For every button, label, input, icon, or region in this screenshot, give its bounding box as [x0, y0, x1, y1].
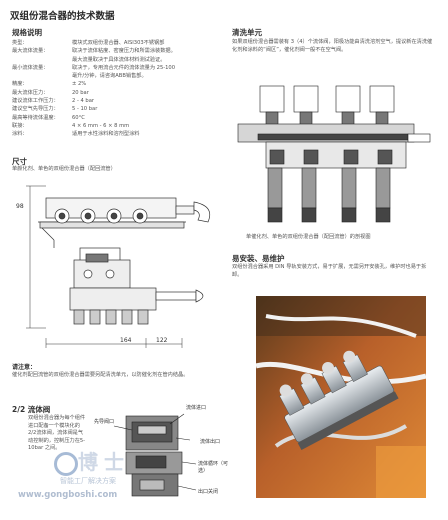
label-fluid-return: 流体循环（可选）: [198, 461, 229, 474]
spec-value: 取决于，专用流合元件的流体流量为 25-100: [72, 64, 176, 71]
specs-heading: 规格说明: [12, 28, 42, 37]
dimension-drawing: 98 164 122: [16, 185, 211, 348]
specs-table: 类型： 模块式双组份混合器、AISI303不锈钢部最大流体流量： 取决于流体粘度、密…: [12, 39, 212, 139]
cross-section-caption: 单催化剂、单色的双组份混合器（配回流管）的剖视图: [246, 234, 371, 240]
page-title: 双组份混合器的技术数据: [10, 11, 115, 22]
spec-row: 最大流体压力： 20 bar: [12, 89, 212, 97]
spec-key: 精度：: [12, 81, 28, 88]
spec-row: 最大流量取决于具体流体材料测试验证。: [12, 56, 212, 64]
label-fluid-out: 流体出口: [200, 439, 221, 445]
spec-key: 最小流体流量：: [12, 64, 49, 71]
spec-value: 4 × 6 mm - 6 × 8 mm: [72, 122, 130, 129]
dim-98-label: 98: [16, 203, 24, 210]
notes-heading: 请注意：: [12, 364, 37, 371]
cleaning-text: 如果双组份混合器需装有 3（4）个流体阀，阳极功能由清洗溶剂空气，提议新在清洗催…: [232, 39, 433, 53]
spec-key: 最大流体压力：: [12, 89, 49, 96]
spec-row: 涂料： 适用于水性涂料和溶剂型涂料: [12, 130, 212, 138]
spec-key: 联接：: [12, 122, 28, 129]
spec-key: 建议空气先导压力：: [12, 106, 59, 113]
watermark: 博士 智能工厂解决方案 www.gongboshi.com: [18, 446, 144, 502]
cleaning-heading: 清洗单元: [232, 28, 262, 37]
spec-key: 最大流体流量：: [12, 48, 49, 55]
spec-row: 建议空气先导压力： 5 - 10 bar: [12, 105, 212, 113]
valve-heading: 2/2 流体阀: [12, 405, 51, 414]
spec-row: 毫升/分钟，请咨询ABB销售部。: [12, 72, 212, 80]
spec-key: [12, 72, 72, 80]
spec-row: 类型： 模块式双组份混合器、AISI303不锈钢部: [12, 39, 212, 47]
spec-value: 毫升/分钟，请咨询ABB销售部。: [72, 73, 147, 80]
spec-row: 建议流体工作压力： 2 - 4 bar: [12, 97, 212, 105]
spec-row: 精度： ± 2%: [12, 80, 212, 88]
spec-key: 最高等待流体温度：: [12, 114, 59, 121]
spec-value: 模块式双组份混合器、AISI303不锈钢部: [72, 40, 165, 46]
spec-key: 涂料：: [12, 131, 28, 138]
spec-value: 5 - 10 bar: [72, 106, 98, 113]
watermark-logo-icon: [54, 452, 78, 476]
spec-row: 最高等待流体温度： 60°C: [12, 114, 212, 122]
dimensions-heading: 尺寸: [12, 157, 27, 166]
watermark-brand: 博士: [78, 450, 130, 474]
label-pilot-air: 先导阀口: [94, 419, 115, 425]
valve-text: 双组份混合器为每个组件进口配备一个模块化的2/2流体阀，流体阀是气动控制的，控制…: [28, 415, 86, 452]
dim-122-label: 122: [156, 337, 168, 344]
spec-value: 适用于水性涂料和溶剂型涂料: [72, 131, 140, 138]
spec-value: 最大流量取决于具体流体材料测试验证。: [72, 56, 166, 63]
install-text: 双组份混合器采用 DIN 导轨安装方式，易于扩展，无需另开安装孔，维护时也易于拆…: [232, 264, 427, 278]
spec-value: 60°C: [72, 114, 85, 121]
notes-text: 催化剂配回流管的双组份混合器需要另配清洗单元，以防催化剂在管内结晶。: [12, 372, 189, 378]
valve-diagram: [113, 413, 197, 497]
dim-164-label: 164: [120, 337, 132, 344]
spec-value: ± 2%: [72, 81, 87, 88]
spec-value: 取决于流体粘度、密度压力和所需涂装数据。: [72, 48, 176, 55]
cross-section-drawing: [237, 85, 431, 223]
label-outlet-closed: 出口关闭: [198, 489, 219, 495]
watermark-url: www.gongboshi.com: [18, 490, 118, 500]
spec-value: 20 bar: [72, 89, 89, 96]
spec-row: 最小流体流量： 取决于，专用流合元件的流体流量为 25-100: [12, 64, 212, 72]
install-heading: 易安装、易维护: [232, 254, 285, 263]
dimensions-subtitle: 单颜化剂、单色的双组份混合器（配回流管）: [12, 166, 116, 172]
spec-row: 联接： 4 × 6 mm - 6 × 8 mm: [12, 122, 212, 130]
label-fluid-in: 流体进口: [186, 405, 207, 411]
spec-key: 建议流体工作压力：: [12, 98, 59, 105]
spec-value: 2 - 4 bar: [72, 98, 95, 105]
product-photo: [256, 296, 426, 498]
spec-key: [12, 56, 72, 64]
spec-key: 类型：: [12, 40, 28, 46]
spec-row: 最大流体流量： 取决于流体粘度、密度压力和所需涂装数据。: [12, 47, 212, 55]
watermark-sub: 智能工厂解决方案: [60, 477, 116, 485]
